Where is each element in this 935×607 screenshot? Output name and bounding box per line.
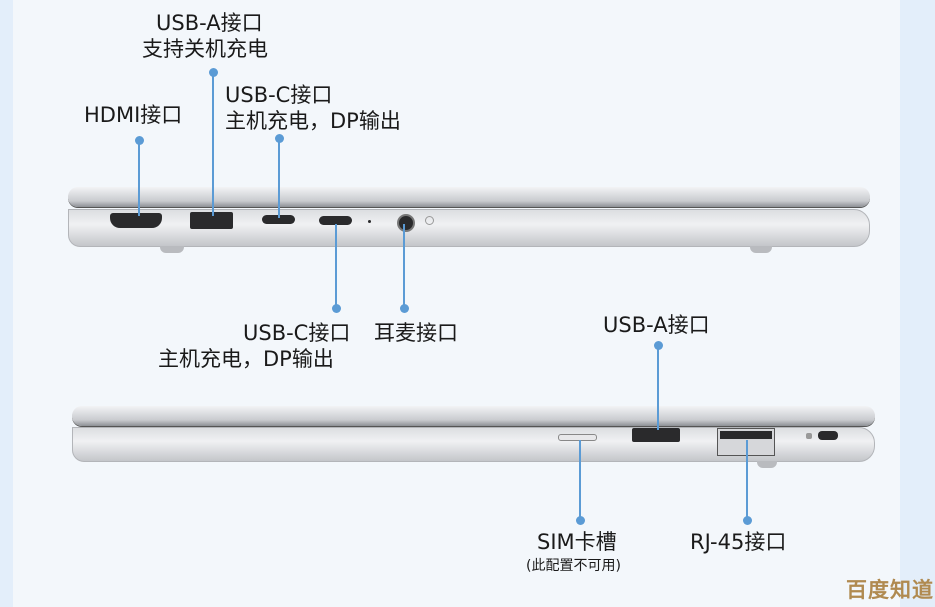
watermark-logo: 百度知道: [846, 578, 934, 602]
security-lock-slot: [818, 431, 838, 440]
usb-a-port: [190, 212, 233, 229]
usb-a-label: USB-A接口: [156, 11, 263, 35]
hdmi-port: [110, 213, 162, 228]
usb-c-port: [262, 215, 295, 224]
usb-a-pointer-line: [212, 72, 214, 216]
lock-icon: [806, 433, 812, 439]
laptop-lid: [72, 406, 875, 426]
audio-label: 耳麦接口: [374, 321, 458, 345]
laptop-lid: [68, 187, 870, 207]
usb-a-right-pointer-dot: [654, 341, 663, 350]
usb-c-bottom-pointer-line: [335, 224, 337, 308]
usb-a-desc: 支持关机充电: [142, 37, 268, 61]
usb-a-port: [632, 428, 680, 442]
audio-pointer-dot: [400, 304, 409, 313]
usb-a-right-label: USB-A接口: [603, 313, 710, 337]
usb-a-right-pointer-line: [657, 345, 659, 430]
usb-c-top-label: USB-C接口: [225, 83, 333, 107]
laptop-base: [68, 209, 870, 247]
sim-slot: [558, 434, 597, 441]
audio-pointer-line: [403, 224, 405, 308]
hdmi-pointer-line: [138, 140, 140, 216]
rj45-label: RJ-45接口: [690, 530, 787, 554]
sim-label: SIM卡槽: [537, 530, 617, 554]
indicator-light: [368, 220, 371, 223]
rj45-pointer-line: [746, 440, 748, 520]
laptop-foot: [757, 461, 777, 468]
hdmi-pointer-dot: [135, 136, 144, 145]
usb-c-top-pointer-line: [278, 138, 280, 218]
usb-c-bottom-label: USB-C接口: [243, 321, 351, 345]
right-border-strip: [900, 0, 935, 607]
audio-jack: [397, 214, 415, 232]
usb-a-pointer-dot: [209, 68, 218, 77]
rj45-contacts: [720, 431, 772, 439]
laptop-foot: [160, 246, 184, 253]
sim-note: (此配置不可用): [526, 558, 621, 574]
usb-c-bottom-pointer-dot: [332, 304, 341, 313]
hdmi-label: HDMI接口: [84, 103, 183, 127]
usb-c-top-desc: 主机充电，DP输出: [225, 109, 401, 133]
sim-pointer-line: [579, 440, 581, 520]
rj45-pointer-dot: [743, 516, 752, 525]
usb-c-top-pointer-dot: [275, 134, 284, 143]
usb-c-bottom-desc: 主机充电，DP输出: [158, 347, 334, 371]
usb-c-port: [319, 216, 352, 225]
headphone-icon: [425, 216, 434, 225]
laptop-foot: [750, 246, 772, 253]
sim-pointer-dot: [576, 516, 585, 525]
left-border-strip: [0, 0, 13, 607]
